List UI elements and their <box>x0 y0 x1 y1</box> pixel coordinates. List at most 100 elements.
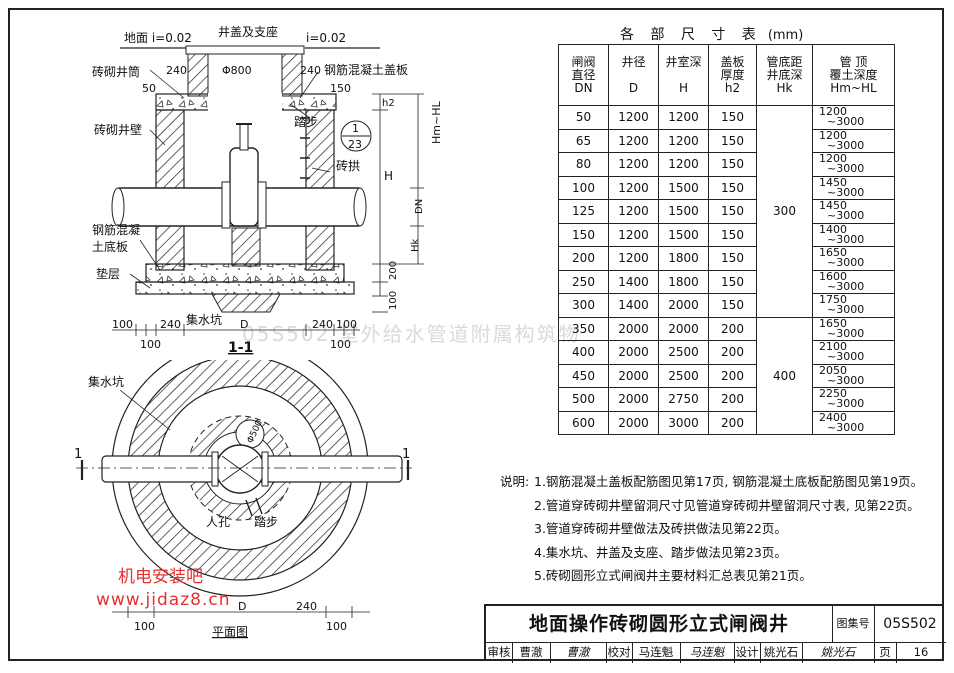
dim-bottom-240: 240 <box>160 318 181 331</box>
plan-sump-label: 集水坑 <box>88 374 124 389</box>
table-cell: 1800 <box>658 246 709 271</box>
note-item: 1.钢筋混凝土盖板配筋图见第17页, 钢筋混凝土底板配筋图见第19页。 <box>534 474 924 489</box>
table-cell: 1200 <box>608 105 659 130</box>
review-label: 审核 <box>486 642 513 663</box>
note-item: 5.砖砌圆形立式闸阀井主要材料汇总表见第21页。 <box>534 568 812 583</box>
page-number: 16 <box>913 645 929 659</box>
table-cell: 150 <box>708 175 757 200</box>
note-item: 3.管道穿砖砌井壁做法及砖拱做法见第22页。 <box>534 521 787 536</box>
table-cell: 300 <box>558 293 609 318</box>
sump-label: 集水坑 <box>186 312 222 327</box>
table-cell: 1500 <box>658 175 709 200</box>
table-cell: 80 <box>558 152 609 177</box>
valve-flange-left <box>221 181 231 229</box>
table-cell: 500 <box>558 387 609 412</box>
checker-signature: 马连魁 <box>680 642 735 663</box>
table-cell: 3000 <box>658 410 709 435</box>
table-cell: 150 <box>708 269 757 294</box>
table-cell: 1500 <box>658 222 709 247</box>
dim-bottom-100a: 100 <box>112 318 133 331</box>
table-cell: 350 <box>558 316 609 341</box>
cover-seat-label: 井盖及支座 <box>218 24 278 39</box>
table-cell: 1200 <box>608 222 659 247</box>
ghost-watermark: 05S502 室外给水管道附属构筑物 <box>242 322 581 346</box>
plan-flange-left <box>211 451 219 487</box>
plan-steps-icon <box>245 497 263 517</box>
table-cell: 2500 <box>658 363 709 388</box>
table-cell: 1400 <box>608 269 659 294</box>
dim-100-right: 100 <box>388 291 399 310</box>
table-cell: 1200 <box>608 152 659 177</box>
signature-row: 审核 曹澈 曹澈 校对 马连魁 马连魁 设计 姚光石 姚光石 页 16 <box>486 642 946 663</box>
table-cell: 1200~3000 <box>812 152 895 177</box>
table-cell: 1200 <box>658 128 709 153</box>
dim-bottom-240b: 240 <box>312 318 333 331</box>
table-cell: 1200 <box>608 199 659 224</box>
table-cell: 1400~3000 <box>812 222 895 247</box>
shaft-wall-left <box>187 51 209 97</box>
page-label: 页 <box>874 642 897 663</box>
table-cell: 1450~3000 <box>812 175 895 200</box>
table-cell: 150 <box>708 105 757 130</box>
table-title: 各 部 尺 寸 表(mm) <box>620 27 804 43</box>
reviewer-name: 曹澈 <box>512 642 551 663</box>
title-block: 地面操作砖砌圆形立式闸阀井 图集号 05S502 审核 曹澈 曹澈 校对 马连魁… <box>484 604 946 663</box>
dim-phi800: Φ800 <box>222 64 252 77</box>
check-label: 校对 <box>606 642 633 663</box>
table-cell: 100 <box>558 175 609 200</box>
dim-240-left: 240 <box>166 64 187 77</box>
valve-flange-right <box>257 181 267 229</box>
table-cell: 150 <box>558 222 609 247</box>
plan-dim-240: 240 <box>296 600 317 613</box>
table-cell: 200 <box>708 363 757 388</box>
slab-opening <box>208 93 282 111</box>
valve-stem <box>239 123 249 151</box>
dim-bottom-100d: 100 <box>330 338 351 351</box>
dim-H: H <box>384 169 393 183</box>
dim-200: 200 <box>388 261 399 280</box>
table-cell: 250 <box>558 269 609 294</box>
brick-shaft-label: 砖砌井筒 <box>92 64 140 79</box>
dim-240-right: 240 <box>300 64 321 77</box>
dim-bottom-100c: 100 <box>140 338 161 351</box>
table-cell: 600 <box>558 410 609 435</box>
table-cell: 1800 <box>658 269 709 294</box>
dim-bottom-D: D <box>240 318 248 331</box>
ground-left-label: 地面 i=0.02 <box>124 31 192 45</box>
sump-pit <box>211 293 281 313</box>
table-cell: 1450~3000 <box>812 199 895 224</box>
plan-step-label: 踏步 <box>254 515 278 529</box>
table-cell: 200 <box>708 387 757 412</box>
designer-name: 姚光石 <box>760 642 803 663</box>
table-cell: 1200 <box>608 128 659 153</box>
table-cell: 150 <box>708 199 757 224</box>
detail-ref-top: 1 <box>352 122 359 135</box>
plan-caption: 平面图 <box>212 625 248 639</box>
table-cell: 2000 <box>608 363 659 388</box>
manhole-cover <box>185 45 305 55</box>
dim-bottom-100b: 100 <box>336 318 357 331</box>
table-cell: 2000 <box>608 316 659 341</box>
table-cell: 450 <box>558 363 609 388</box>
table-cell: 2000 <box>608 340 659 365</box>
plan-cut-right: 1 <box>402 447 410 462</box>
rc-base-label: 钢筋混凝土底板 <box>92 223 141 254</box>
table-cell: 1200~3000 <box>812 128 895 153</box>
atlas-label: 图集号 <box>832 606 875 643</box>
table-cell: 150 <box>708 152 757 177</box>
table-cell: 2250~3000 <box>812 387 895 412</box>
rc-cover-label: 钢筋混凝土盖板 <box>324 62 408 77</box>
